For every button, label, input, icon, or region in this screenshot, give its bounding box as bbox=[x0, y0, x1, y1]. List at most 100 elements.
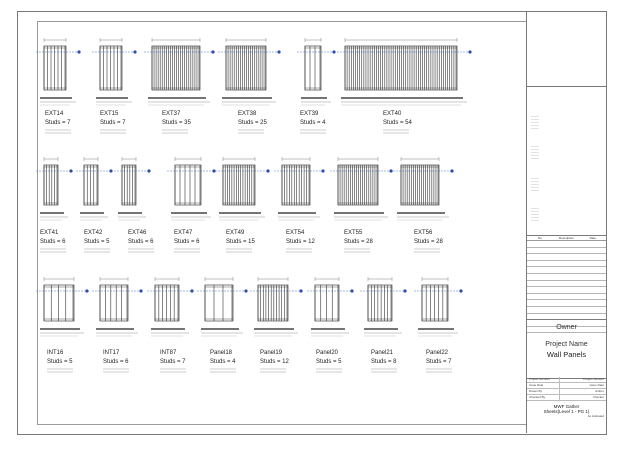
rev-col-no: No. bbox=[537, 236, 543, 240]
panel-caption-lines bbox=[316, 368, 342, 373]
panel-caption-lines bbox=[100, 129, 126, 134]
panel-stud-count: Studs = 7 bbox=[45, 120, 71, 126]
panel-elevation bbox=[167, 157, 216, 221]
panel-elevation bbox=[274, 157, 325, 221]
panel-caption-lines bbox=[371, 368, 397, 373]
panel-name: EXT41 bbox=[40, 230, 59, 236]
revision-header: No. Description Date bbox=[527, 236, 606, 241]
panel-stud-count: Studs = 4 bbox=[210, 359, 236, 365]
stamp-caption bbox=[527, 73, 606, 77]
sheet-title-line-2: Sheets(Level 1 - PG 1) bbox=[543, 409, 590, 414]
panel-stud-count: Studs = 35 bbox=[162, 120, 191, 126]
panel-elevation bbox=[197, 277, 248, 337]
panel-caption-lines bbox=[286, 248, 312, 253]
panel-stud-count: Studs = 5 bbox=[47, 359, 73, 365]
consultant-4: ——————————————— bbox=[531, 207, 539, 223]
panel-elevation bbox=[218, 38, 281, 106]
panel-name: EXT47 bbox=[174, 230, 193, 236]
panel-name: EXT39 bbox=[300, 111, 319, 117]
rev-col-description: Description bbox=[558, 236, 574, 240]
sheet-name: Wall Panels bbox=[546, 350, 587, 359]
panel-name: EXT38 bbox=[238, 111, 257, 117]
panel-name: EXT40 bbox=[383, 111, 402, 117]
consultant-1: ——————————————— bbox=[531, 115, 539, 131]
panel-stud-count: Studs = 6 bbox=[103, 359, 129, 365]
panel-stud-count: Studs = 6 bbox=[40, 239, 66, 245]
panel-name: EXT15 bbox=[100, 111, 119, 117]
panel-name: EXT42 bbox=[84, 230, 103, 236]
panel-name: EXT37 bbox=[162, 111, 181, 117]
panel-elevation bbox=[36, 277, 89, 337]
panel-caption-lines bbox=[344, 248, 370, 253]
consultant-2: ——————————————— bbox=[531, 145, 539, 161]
sheet-title-line-1: MWF Gather bbox=[553, 404, 580, 409]
panel-stud-count: Studs = 6 bbox=[174, 239, 200, 245]
panel-elevation bbox=[114, 157, 151, 221]
consultant-3: ——————————————— bbox=[531, 177, 539, 193]
panel-elevation bbox=[393, 157, 454, 221]
panel-elevation bbox=[297, 38, 336, 106]
panel-stud-count: Studs = 15 bbox=[226, 239, 255, 245]
scale-note: As indicated bbox=[587, 414, 604, 418]
panel-caption-lines bbox=[47, 368, 73, 373]
panel-caption-lines bbox=[414, 248, 440, 253]
panel-elevation bbox=[76, 157, 113, 221]
panel-caption-lines bbox=[383, 129, 409, 134]
panel-caption-lines bbox=[103, 368, 129, 373]
panel-caption-lines bbox=[128, 248, 154, 253]
project-name: Project Name bbox=[545, 341, 588, 348]
panel-caption-lines bbox=[84, 248, 110, 253]
panel-elevation bbox=[337, 38, 472, 106]
panel-name: EXT56 bbox=[414, 230, 433, 236]
project-box: Owner Project Name Wall Panels bbox=[527, 319, 606, 379]
stamp-box bbox=[527, 11, 606, 87]
panel-stud-count: Studs = 25 bbox=[238, 120, 267, 126]
panel-elevation bbox=[414, 277, 463, 337]
owner-label: Owner bbox=[556, 324, 577, 331]
panel-caption-lines bbox=[210, 368, 236, 373]
panel-name: Panel19 bbox=[260, 350, 283, 356]
panel-stud-count: Studs = 5 bbox=[316, 359, 342, 365]
panel-caption-lines bbox=[174, 248, 200, 253]
panel-elevation bbox=[36, 38, 81, 106]
panel-caption-lines bbox=[40, 248, 66, 253]
panel-name: INT17 bbox=[103, 350, 120, 356]
drawing-sheet bbox=[17, 11, 607, 435]
panel-name: Panel22 bbox=[426, 350, 449, 356]
panel-name: INT16 bbox=[47, 350, 64, 356]
rev-col-date: Date bbox=[589, 236, 596, 240]
panel-name: Panel20 bbox=[316, 350, 339, 356]
panel-stud-count: Studs = 12 bbox=[260, 359, 289, 365]
panel-elevation bbox=[250, 277, 303, 337]
panel-elevation bbox=[307, 277, 354, 337]
panel-caption-lines bbox=[238, 129, 264, 134]
panel-name: EXT14 bbox=[45, 111, 64, 117]
panel-name: EXT55 bbox=[344, 230, 363, 236]
panel-elevation bbox=[215, 157, 270, 221]
panel-stud-count: Studs = 12 bbox=[286, 239, 315, 245]
panel-name: Panel18 bbox=[210, 350, 233, 356]
panel-stud-count: Studs = 7 bbox=[426, 359, 452, 365]
panel-stud-count: Studs = 28 bbox=[414, 239, 443, 245]
panel-stud-count: Studs = 4 bbox=[300, 120, 326, 126]
panel-stud-count: Studs = 7 bbox=[160, 359, 186, 365]
panel-name: EXT49 bbox=[226, 230, 245, 236]
panel-elevation bbox=[360, 277, 407, 337]
panel-caption-lines bbox=[260, 368, 286, 373]
panel-elevation bbox=[330, 157, 393, 221]
panel-stud-count: Studs = 7 bbox=[100, 120, 126, 126]
panel-name: INT87 bbox=[160, 350, 177, 356]
panel-caption-lines bbox=[162, 129, 188, 134]
panel-stud-count: Studs = 6 bbox=[128, 239, 154, 245]
panel-name: EXT54 bbox=[286, 230, 305, 236]
panel-caption-lines bbox=[300, 129, 326, 134]
panel-elevation bbox=[92, 277, 143, 337]
panel-stud-count: Studs = 8 bbox=[371, 359, 397, 365]
panel-elevation bbox=[144, 38, 215, 106]
